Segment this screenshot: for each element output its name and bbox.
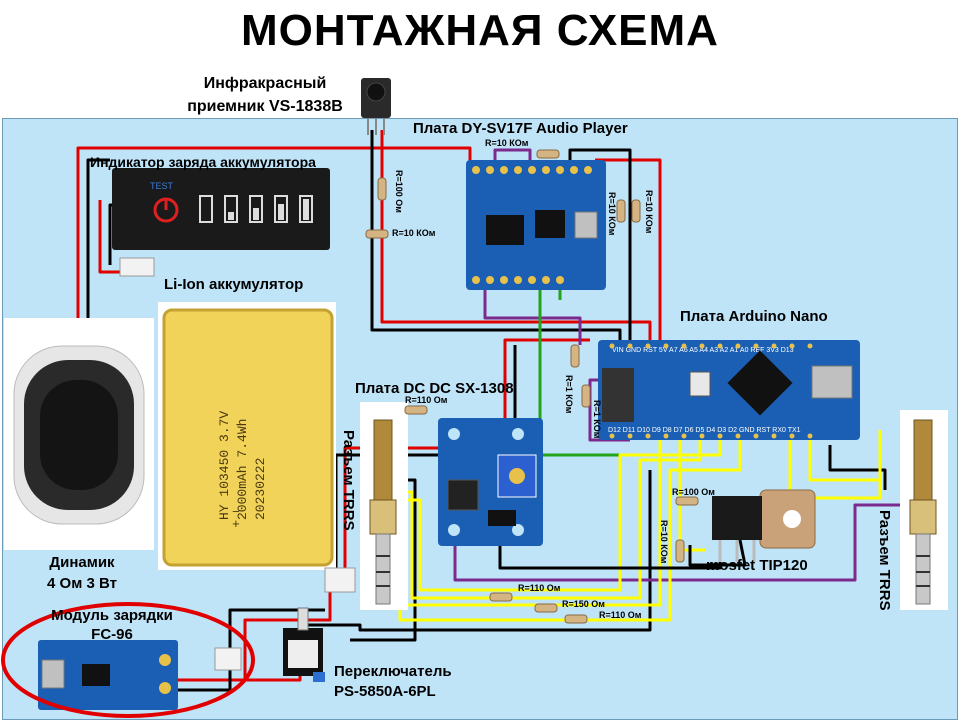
wire-purple-trrs-r (453, 503, 905, 582)
resistor-symbols (365, 149, 699, 624)
resistor-icon (564, 614, 588, 624)
r-bottom-150-label: R=150 Ом (562, 599, 605, 609)
arduino-top-pin-labels: D12 D11 D10 D9 D8 D7 D6 D5 D4 D3 D2 GND … (608, 427, 801, 434)
charger-label: Модуль зарядки FC-96 (22, 606, 202, 644)
dcdc-label: Плата DC DC SX-1308 (355, 380, 514, 397)
resistor-icon (675, 539, 685, 563)
speaker-label: Динамик 4 Ом 3 Вт (22, 552, 142, 594)
audio-player-board (466, 160, 606, 290)
charge-indicator-module: TEST (112, 168, 330, 277)
battery-minus: − (232, 505, 240, 520)
ir-receiver-label-line2: приемник VS-1838B (187, 98, 343, 115)
charger-label-line2: FC-96 (91, 626, 133, 643)
battery-connector (324, 567, 356, 593)
speaker-label-line2: 4 Ом 3 Вт (47, 575, 117, 592)
resistor-icon (489, 592, 513, 602)
li-ion-battery: HY 103450 3.7V 2000mAh 7.4Wh 20230222 + … (158, 302, 356, 593)
r-1k-a-label: R=1 КОм (564, 375, 574, 414)
trrs-left-jack (360, 402, 408, 610)
speaker-label-line1: Динамик (49, 554, 115, 571)
resistor-labels: R=10 КОм R=100 Ом R=10 КОм R=10 КОм R=10… (392, 138, 715, 620)
wire-red-indicator (98, 200, 122, 274)
ir-receiver-label: Инфракрасный приемник VS-1838B (165, 72, 365, 118)
arduino-nano-board: VIN GND RST 5V A7 A6 A5 A4 A3 A2 A1 A0 R… (598, 340, 860, 440)
r-mosfet-10k-label: R=10 КОм (659, 520, 669, 564)
switch-ps5850a (283, 607, 325, 682)
charge-indicator-test-text: TEST (150, 181, 174, 191)
wire-black-main (86, 158, 110, 345)
charge-indicator-label: Индикатор заряда аккумулятора (90, 154, 316, 170)
li-ion-label: Li-Ion аккумулятор (164, 276, 304, 293)
wire-black-player (568, 148, 632, 345)
r-mosfet-100-label: R=100 Ом (672, 487, 715, 497)
resistor-icon (534, 603, 558, 613)
ir-receiver-label-line1: Инфракрасный (203, 75, 327, 92)
resistor-icon (631, 199, 641, 223)
audio-player-label: Плата DY-SV17F Audio Player (413, 120, 628, 137)
switch-label-line1: Переключатель (334, 663, 452, 680)
charger-connector (214, 647, 242, 671)
battery-print-2: 2000mAh 7.4Wh (235, 419, 250, 520)
r-ir-100-label: R=100 Ом (394, 170, 404, 213)
ir-receiver (361, 78, 391, 135)
r-player-10k-a-label: R=10 КОм (607, 192, 617, 236)
wire-yellow-2 (395, 440, 702, 600)
wire-red-player-nano (595, 158, 662, 340)
wire-yellow-3 (395, 440, 722, 592)
charger-highlight-circle (1, 602, 255, 718)
battery-print-3: 20230222 (253, 458, 268, 520)
wire-black-bottom (300, 470, 652, 632)
r-bottom-110b-label: R=110 Ом (599, 610, 642, 620)
r-top-player-label: R=10 КОм (485, 138, 529, 148)
r-bottom-110a-label: R=110 Ом (518, 583, 561, 593)
dcdc-board (438, 418, 543, 546)
arduino-bottom-pin-labels: VIN GND RST 5V A7 A6 A5 A4 A3 A2 A1 A0 R… (612, 347, 794, 354)
charger-label-line1: Модуль зарядки (51, 607, 173, 624)
resistor-icon (404, 405, 428, 415)
r-1k-b-label: R=1 КОм (592, 400, 602, 439)
trrs-right-jack (900, 410, 948, 610)
resistor-icon (536, 149, 560, 159)
trrs-right-label: Разъем TRRS (876, 510, 893, 611)
battery-level-icons (199, 195, 313, 223)
resistor-icon (675, 496, 699, 506)
wire-black-mosfet (688, 539, 747, 567)
wire-yellow-6 (788, 440, 882, 500)
battery-print-1: HY 103450 3.7V (217, 411, 232, 520)
resistor-icon (581, 384, 591, 408)
switch-label-line2: PS-5850A-6PL (334, 683, 436, 700)
switch-label: Переключатель PS-5850A-6PL (334, 662, 452, 702)
trrs-left-label: Разъем TRRS (340, 430, 357, 531)
resistor-icon (616, 199, 626, 223)
indicator-connector (119, 257, 155, 277)
page-title: МОНТАЖНАЯ СХЕМА (241, 6, 719, 55)
battery-plus: + (232, 517, 240, 532)
r-player-10k-b-label: R=10 КОм (644, 190, 654, 234)
wire-red-ir (380, 130, 652, 340)
wire-red-charger (175, 580, 332, 682)
resistor-icon (365, 229, 389, 239)
mosfet-label: mosfet TIP120 (706, 557, 808, 574)
wire-purple-player (493, 148, 532, 165)
wire-purple-nano (483, 290, 582, 345)
charger-module (38, 640, 242, 710)
resistor-icon (570, 344, 580, 368)
r-trrs-110-label: R=110 Ом (405, 395, 448, 405)
r-ir-10k-label: R=10 КОм (392, 228, 436, 238)
resistor-icon (377, 177, 387, 201)
wire-black-trrs-r (828, 445, 887, 490)
speaker (4, 318, 154, 550)
wire-black-mosfet2 (498, 540, 722, 570)
arduino-label: Плата Arduino Nano (680, 308, 828, 325)
mosfet-tip120 (712, 489, 816, 562)
